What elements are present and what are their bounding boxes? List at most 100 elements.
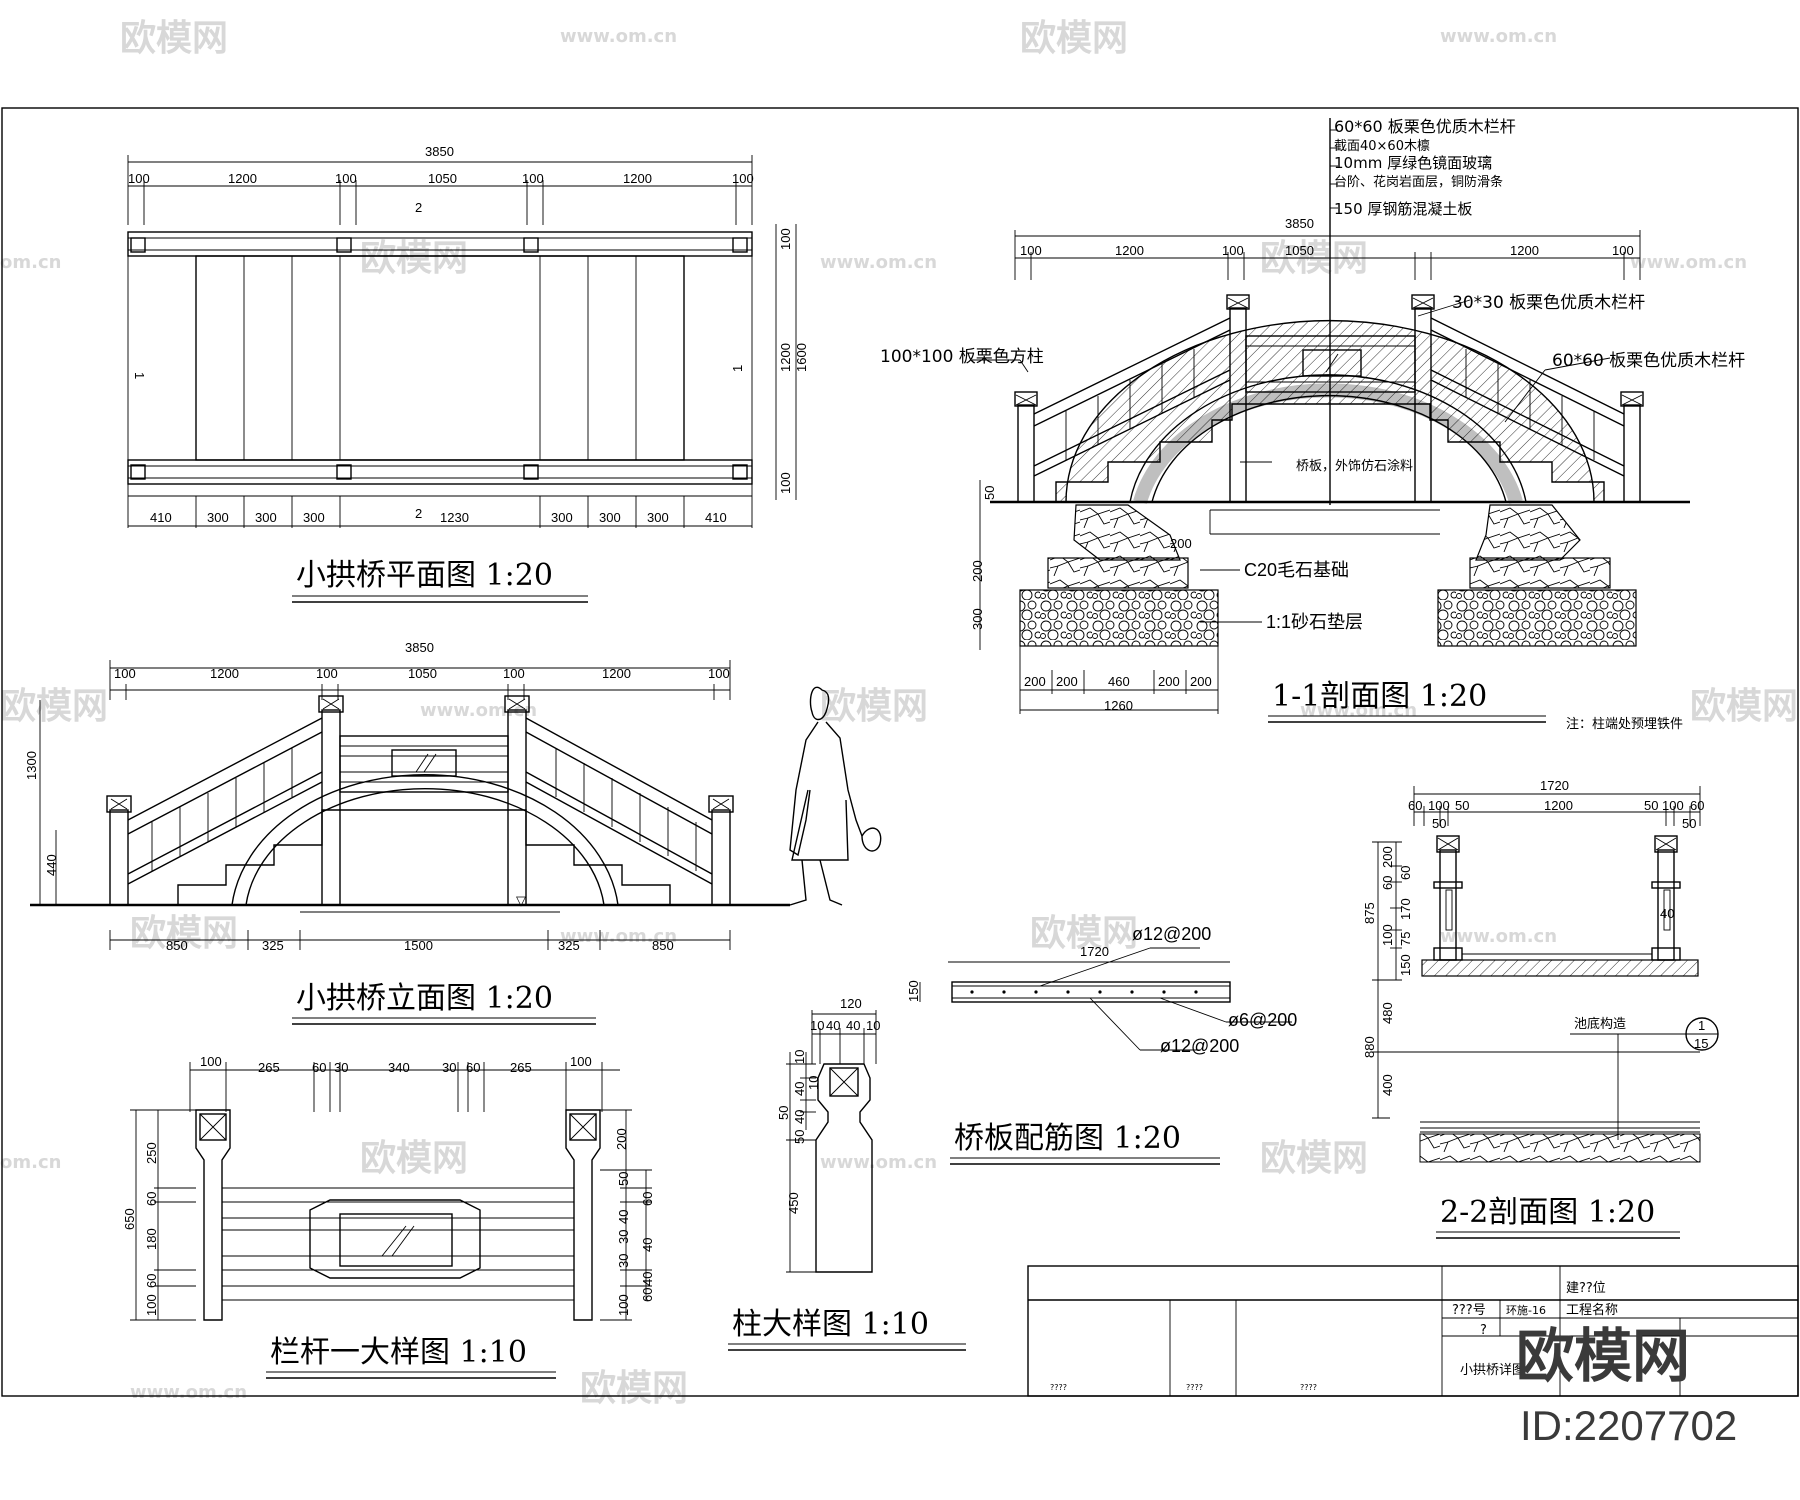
watermark-brand: 欧模网: [820, 686, 928, 727]
svg-text:40: 40: [792, 1082, 807, 1096]
svg-text:100: 100: [335, 171, 357, 186]
svg-text:60: 60: [144, 1192, 159, 1206]
svg-text:300: 300: [207, 510, 229, 525]
svg-text:100: 100: [128, 171, 150, 186]
watermark-url: www.om.cn: [560, 926, 677, 947]
svg-text:1:1砂石垫层: 1:1砂石垫层: [1266, 612, 1363, 632]
svg-text:170: 170: [1398, 898, 1413, 920]
svg-text:工程名称: 工程名称: [1566, 1302, 1618, 1318]
svg-text:10: 10: [866, 1018, 880, 1033]
svg-text:150: 150: [1398, 954, 1413, 976]
svg-text:1050: 1050: [428, 171, 457, 186]
railing-title: 栏杆一大样图 1:10: [270, 1335, 527, 1370]
svg-text:1300: 1300: [24, 751, 39, 780]
svg-text:50: 50: [982, 486, 997, 500]
svg-text:60: 60: [640, 1192, 655, 1206]
svg-text:60: 60: [312, 1060, 326, 1075]
svg-text:880: 880: [1362, 1036, 1377, 1058]
svg-text:75: 75: [1398, 932, 1413, 946]
svg-text:60: 60: [1380, 876, 1395, 890]
watermark-id: ID:2207702: [1520, 1402, 1737, 1449]
svg-text:100: 100: [778, 228, 793, 250]
svg-text:100: 100: [114, 666, 136, 681]
svg-text:60*60 板栗色优质木栏杆: 60*60 板栗色优质木栏杆: [1552, 351, 1745, 371]
watermark-brand: 欧模网: [360, 238, 468, 279]
svg-text:50: 50: [792, 1130, 807, 1144]
watermark-brand: 欧模网: [1260, 1138, 1368, 1179]
svg-text:2: 2: [415, 506, 422, 521]
svg-text:875: 875: [1362, 902, 1377, 924]
svg-text:????: ????: [1300, 1383, 1317, 1392]
svg-text:▽: ▽: [516, 893, 526, 908]
svg-text:200: 200: [1380, 846, 1395, 868]
svg-text:50: 50: [1432, 816, 1446, 831]
svg-text:200: 200: [1158, 674, 1180, 689]
svg-text:???号: ???号: [1452, 1303, 1486, 1318]
svg-text:60: 60: [1690, 798, 1704, 813]
brand-logo-text: 欧模网: [1516, 1322, 1690, 1390]
watermark-url: www.om.cn: [560, 26, 677, 47]
svg-text:40: 40: [640, 1238, 655, 1252]
svg-text:100: 100: [570, 1054, 592, 1069]
watermark-url: www.om.cn: [1440, 926, 1557, 947]
svg-text:50: 50: [1644, 798, 1658, 813]
svg-text:50: 50: [616, 1172, 631, 1186]
svg-text:200: 200: [1024, 674, 1046, 689]
svg-text:?: ?: [1480, 1323, 1487, 1338]
svg-text:50: 50: [1682, 816, 1696, 831]
svg-text:1: 1: [1698, 1018, 1705, 1033]
watermark-brand: 欧模网: [120, 18, 228, 59]
svg-text:100: 100: [732, 171, 754, 186]
svg-text:300: 300: [647, 510, 669, 525]
column-detail: 120 10 40 40 10 10 40 10 50 40 50 450 柱大…: [728, 996, 966, 1351]
svg-text:1720: 1720: [1540, 778, 1569, 793]
svg-text:180: 180: [144, 1228, 159, 1250]
svg-text:建??位: 建??位: [1566, 1281, 1606, 1296]
plan-title: 小拱桥平面图 1:20: [296, 558, 553, 593]
svg-text:265: 265: [510, 1060, 532, 1075]
section-1-1: 60*60 板栗色优质木栏杆 截面40×60木檩 10mm 厚绿色镜面玻璃 台阶…: [880, 117, 1745, 732]
svg-text:40: 40: [846, 1018, 860, 1033]
svg-text:10: 10: [792, 1050, 807, 1064]
svg-text:60: 60: [640, 1288, 655, 1302]
svg-text:60: 60: [1408, 798, 1422, 813]
svg-text:1260: 1260: [1104, 698, 1133, 713]
svg-text:30: 30: [616, 1230, 631, 1244]
svg-text:10: 10: [810, 1018, 824, 1033]
section-2-2-title: 2-2剖面图 1:20: [1440, 1195, 1655, 1230]
svg-text:450: 450: [786, 1192, 801, 1214]
brand-watermark: 欧模网 ID:2207702: [1516, 1322, 1737, 1449]
title-block: 建??位 ???号 环施-16 工程名称 ? 小拱桥详图 ???? ???? ?…: [1027, 1265, 1799, 1397]
svg-text:3850: 3850: [405, 640, 434, 655]
watermark-brand: 欧模网: [1030, 913, 1138, 954]
svg-text:30*30 板栗色优质木栏杆: 30*30 板栗色优质木栏杆: [1452, 293, 1645, 313]
svg-text:100: 100: [1612, 243, 1634, 258]
section-1-1-title: 1-1剖面图 1:20: [1272, 679, 1487, 714]
svg-text:100: 100: [503, 666, 525, 681]
elevation-view: 3850 100 1200 100 1050 100 1200 100 1300…: [24, 640, 790, 1025]
svg-text:100: 100: [708, 666, 730, 681]
svg-text:10: 10: [806, 1076, 821, 1090]
watermark-url: www.om.cn: [1630, 252, 1747, 273]
svg-text:ø12@200: ø12@200: [1160, 1036, 1239, 1056]
svg-text:100: 100: [1380, 924, 1395, 946]
svg-text:410: 410: [150, 510, 172, 525]
svg-text:????: ????: [1186, 1383, 1203, 1392]
svg-text:1200: 1200: [210, 666, 239, 681]
rebar-diagram: 1720 150 ø12@200 ø6@200 ø12@200 桥板配筋图 1:…: [906, 924, 1297, 1165]
svg-text:100: 100: [316, 666, 338, 681]
plan-view: 3850 100 1200 100 1050 100 1200 100: [127, 144, 809, 603]
watermark-brand: 欧模网: [130, 913, 238, 954]
svg-text:265: 265: [258, 1060, 280, 1075]
svg-text:850: 850: [166, 938, 188, 953]
svg-text:1230: 1230: [440, 510, 469, 525]
svg-text:400: 400: [1380, 1074, 1395, 1096]
svg-text:1200: 1200: [1510, 243, 1539, 258]
svg-text:480: 480: [1380, 1002, 1395, 1024]
svg-text:ø6@200: ø6@200: [1228, 1010, 1297, 1030]
svg-text:40: 40: [616, 1210, 631, 1224]
svg-text:100: 100: [1428, 798, 1450, 813]
svg-text:C20毛石基础: C20毛石基础: [1244, 560, 1349, 580]
svg-text:60: 60: [1398, 866, 1413, 880]
svg-text:100: 100: [1020, 243, 1042, 258]
